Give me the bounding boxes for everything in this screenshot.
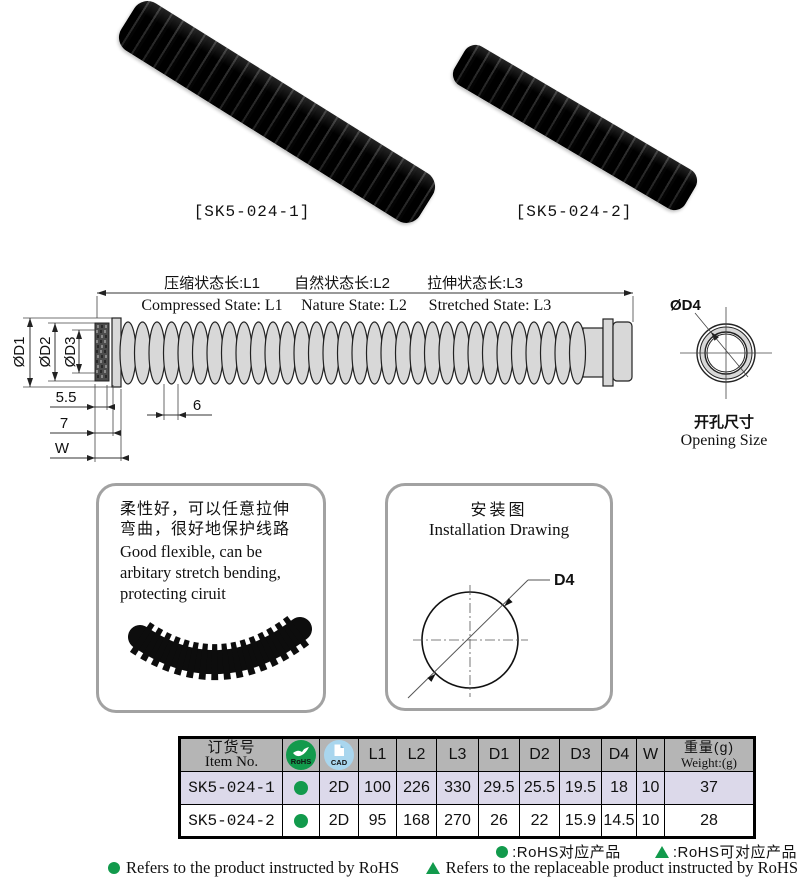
header-d3: D3 [559, 737, 602, 772]
feature-text-en-3: protecting ciruit [120, 584, 226, 603]
product-photo-bellows-1 [112, 0, 442, 230]
feature-text-zh-1: 柔性好，可以任意拉伸 [120, 501, 291, 518]
rohs-status-cell [282, 771, 320, 805]
dim-7: 7 [60, 415, 68, 432]
dim-d1: ØD1 [11, 337, 28, 368]
dim-d3: ØD3 [62, 337, 79, 368]
green-triangle-icon [654, 845, 669, 858]
rohs-legend-en: Refers to the product instructed by RoHS… [108, 858, 798, 878]
dim-pitch: 6 [193, 397, 201, 414]
dim-d2: ØD2 [37, 337, 54, 368]
installation-dim-d4: D4 [554, 572, 575, 589]
header-d2: D2 [519, 737, 560, 772]
value-cell: 10 [636, 804, 665, 838]
rohs-dot-icon [294, 781, 308, 795]
state-label-zh-3: 拉伸状态长:L3 [427, 275, 523, 292]
header-rohs: RoHS [282, 737, 320, 772]
value-cell: 19.5 [559, 771, 602, 805]
svg-text:RoHS: RoHS [291, 757, 311, 766]
value-cell: 168 [396, 804, 437, 838]
product-label-2: [SK5-024-2] [515, 203, 633, 221]
value-cell: 25.5 [519, 771, 560, 805]
feature-text-en-1: Good flexible, can be [120, 542, 263, 561]
rohs-status-cell [282, 804, 320, 838]
legend-en-tri-text: Refers to the replaceable product instru… [445, 858, 798, 877]
table-row: SK5-024-1 2D 100 226 330 29.5 25.5 19.5 … [179, 771, 755, 805]
rohs-icon: RoHS [286, 740, 316, 770]
curved-bellows-image [128, 614, 312, 680]
cad-cell: 2D [319, 804, 359, 838]
cad-icon: CAD [324, 740, 354, 770]
installation-drawing: D4 [407, 572, 575, 699]
opening-size-en: Opening Size [681, 432, 768, 449]
dim-5-5: 5.5 [56, 389, 77, 406]
header-l3: L3 [436, 737, 479, 772]
item-no-cell: SK5-024-2 [179, 804, 283, 838]
header-d4: D4 [601, 737, 637, 772]
state-label-en-3: Stretched State: L3 [429, 297, 552, 314]
opening-size-zh: 开孔尺寸 [694, 413, 754, 431]
spec-table: 订货号 Item No. RoHS CAD [178, 736, 756, 839]
table-header-row: 订货号 Item No. RoHS CAD [179, 737, 755, 772]
knurled-cap-texture [96, 325, 107, 378]
green-dot-icon [108, 862, 120, 874]
technical-drawing: 压缩状态长:L1 自然状态长:L2 拉伸状态长:L3 Compressed St… [11, 275, 772, 462]
legend-en-dot-text: Refers to the product instructed by RoHS [126, 858, 400, 877]
legend-zh-dot-text: :RoHS对应产品 [512, 844, 621, 861]
value-cell: 100 [358, 771, 397, 805]
value-cell: 18 [601, 771, 637, 805]
dim-d4: ØD4 [670, 297, 702, 314]
feature-box: 柔性好，可以任意拉伸 弯曲，很好地保护线路 Good flexible, can… [96, 483, 326, 713]
cad-cell: 2D [319, 771, 359, 805]
table-row: SK5-024-2 2D 95 168 270 26 22 15.9 14.5 … [179, 804, 755, 838]
feature-text-en-2: arbitary stretch bending, [120, 563, 281, 582]
rohs-dot-icon [294, 813, 308, 828]
value-cell: 22 [519, 804, 560, 838]
header-cad: CAD [319, 737, 359, 772]
state-label-en-2: Nature State: L2 [301, 297, 407, 314]
state-label-en-1: Compressed State: L1 [141, 297, 282, 314]
legend-zh-tri-text: :RoHS可对应产品 [672, 844, 797, 861]
value-cell: 14.5 [601, 804, 637, 838]
header-w: W [636, 737, 665, 772]
product-photo-bellows-2 [448, 40, 702, 215]
feature-text-zh-2: 弯曲，很好地保护线路 [120, 521, 291, 538]
installation-title-zh: 安装图 [470, 502, 528, 519]
item-no-cell: SK5-024-1 [179, 771, 283, 805]
value-cell: 10 [636, 771, 665, 805]
value-cell: 29.5 [478, 771, 520, 805]
header-l1: L1 [358, 737, 397, 772]
header-item-no: 订货号 Item No. [179, 737, 283, 772]
header-d1: D1 [478, 737, 520, 772]
dim-w: W [55, 440, 70, 457]
value-cell: 270 [436, 804, 479, 838]
header-weight: 重量(g) Weight:(g) [664, 737, 755, 772]
bellows-corrugations [119, 321, 587, 385]
value-cell: 15.9 [559, 804, 602, 838]
value-cell: 95 [358, 804, 397, 838]
green-triangle-icon [425, 862, 440, 874]
installation-box: 安装图 Installation Drawing D4 [385, 483, 613, 711]
value-cell: 26 [478, 804, 520, 838]
value-cell: 226 [396, 771, 437, 805]
state-label-zh-2: 自然状态长:L2 [294, 275, 390, 292]
svg-text:CAD: CAD [331, 758, 348, 767]
value-cell: 330 [436, 771, 479, 805]
installation-title-en: Installation Drawing [428, 520, 570, 539]
weight-cell: 28 [664, 804, 755, 838]
state-label-zh-1: 压缩状态长:L1 [164, 275, 260, 292]
header-l2: L2 [396, 737, 437, 772]
rohs-legend-zh: :RoHS对应产品 :RoHS可对应产品 [496, 841, 797, 862]
green-dot-icon [496, 845, 509, 858]
weight-cell: 37 [664, 771, 755, 805]
product-label-1: [SK5-024-1] [193, 203, 311, 221]
